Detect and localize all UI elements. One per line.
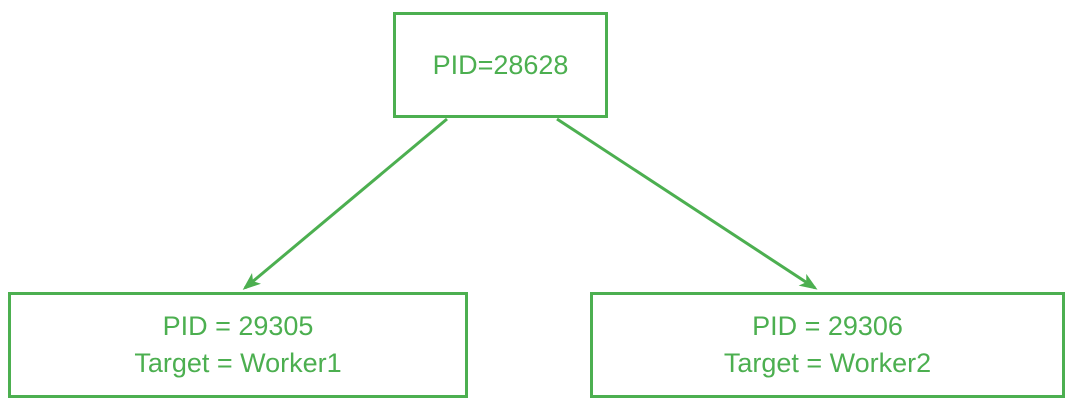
worker1-target-label: Target = Worker1 [134, 348, 342, 378]
edge-parent-to-worker1 [242, 117, 448, 290]
worker2-target-label: Target = Worker2 [723, 348, 932, 378]
worker2-pid-label: PID = 29306 [752, 311, 903, 341]
node-worker2-process: PID = 29306 Target = Worker2 [590, 292, 1065, 398]
node-worker1-process: PID = 29305 Target = Worker1 [8, 292, 468, 398]
parent-pid-label: PID=28628 [432, 49, 569, 80]
worker1-pid-label: PID = 29305 [162, 311, 314, 341]
node-parent-process: PID=28628 [393, 12, 608, 118]
edge-parent-to-worker2 [556, 117, 818, 290]
